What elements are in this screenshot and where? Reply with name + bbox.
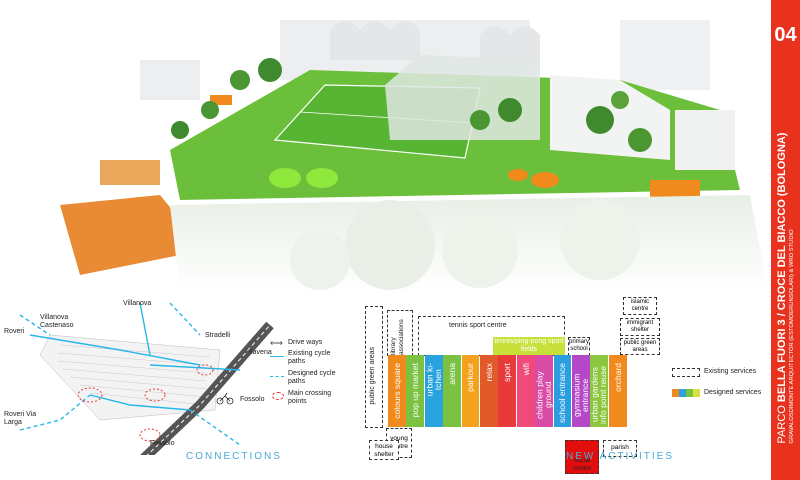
parish-box: parish bbox=[603, 440, 637, 457]
dashed-cyan-line-icon bbox=[270, 376, 284, 377]
banner-title-c: / CROCE DEL BIACCO (BOLOGNA) bbox=[775, 132, 788, 320]
place-roveri-via-larga: Roveri Via Larga bbox=[4, 411, 37, 426]
place-villanova-castenaso: Villanova Castenaso bbox=[40, 314, 74, 329]
tennis-fields-bar: tennis/ping-pong sport fields bbox=[493, 337, 565, 355]
activity-bar-7: wifi bbox=[516, 355, 535, 427]
legend-existing-cycle: Existing cycle paths bbox=[270, 350, 345, 370]
islamic-centre-box: islamic centre bbox=[623, 297, 657, 315]
legend-existing-services: Existing services bbox=[672, 366, 767, 384]
place-villanova: Villanova bbox=[123, 300, 152, 307]
legend-crossing-points: Main crossing points bbox=[270, 390, 345, 410]
social-centre-block: social centre bbox=[565, 440, 599, 474]
place-stradelli: Stradelli bbox=[205, 332, 231, 339]
library-box: library associations bbox=[387, 310, 413, 356]
activity-bar-11: urban gardens info point reuse bbox=[590, 355, 608, 427]
activity-bar-label: children play ground bbox=[534, 371, 554, 419]
tennis-centre-box: tennis sport centre bbox=[418, 316, 565, 356]
connections-caption: CONNECTIONS bbox=[186, 451, 282, 462]
activity-bar-6: sport bbox=[498, 355, 517, 427]
activity-bar-label: sport bbox=[502, 363, 513, 382]
activities-caption: NEW ACTIVITIES bbox=[566, 451, 675, 462]
young-centre-box: young centre bbox=[386, 428, 412, 458]
activity-bar-10: gymnasium entrance bbox=[571, 355, 590, 427]
legend-drive-ways: ⟷ Drive ways bbox=[270, 338, 323, 348]
legend-designed-services: Designed services bbox=[672, 388, 767, 402]
bicycle-icon bbox=[216, 392, 234, 405]
legend-designed-cycle: Designed cycle paths bbox=[270, 370, 345, 390]
house-shelter-box: house shelter bbox=[369, 440, 399, 460]
aerial-render bbox=[60, 0, 768, 292]
banner-title-a: PARCO bbox=[775, 402, 788, 444]
primary-school-box: primary school bbox=[568, 337, 590, 356]
place-savena: Savena bbox=[248, 349, 272, 356]
connections-map-drawing bbox=[19, 302, 274, 455]
solid-cyan-line-icon bbox=[270, 356, 284, 357]
connections-map: Villanova Castenaso Villanova Roveri Str… bbox=[0, 295, 345, 480]
activity-bar-4: parkour bbox=[461, 355, 480, 427]
activity-bar-label: school entrance bbox=[557, 363, 568, 424]
activity-bar-label: urban gardens info point reuse bbox=[589, 365, 609, 425]
activity-bar-label: gymnasium entrance bbox=[571, 373, 590, 417]
activity-bar-label: orchard bbox=[612, 363, 623, 392]
activity-bar-label: urban ki- tchen bbox=[424, 363, 443, 397]
public-green-areas-box: public green areas bbox=[365, 306, 383, 428]
banner-title-b: BELLA FUORI 3 bbox=[775, 319, 788, 403]
activity-bar-label: pop up market bbox=[410, 363, 421, 418]
activity-bar-label: colours square bbox=[391, 363, 402, 419]
park-aerial-illustration bbox=[60, 0, 768, 292]
activity-bar-label: relax bbox=[483, 363, 494, 382]
red-dashed-circle-icon bbox=[272, 392, 284, 400]
activity-bar-9: school entrance bbox=[553, 355, 572, 427]
activity-bar-12: orchard bbox=[608, 355, 627, 427]
social-centre-box bbox=[565, 458, 599, 474]
activities-legend: Existing services Designed services bbox=[672, 366, 767, 406]
activity-bar-1: pop up market bbox=[406, 355, 425, 427]
public-green-box-right: public green areas bbox=[620, 338, 660, 355]
connections-legend: ⟷ Drive ways Existing cycle paths Design… bbox=[270, 338, 345, 410]
immigrant-shelter-box: immigrant shelter bbox=[620, 318, 660, 336]
banner-credits: GRAVALOSDIMONTE ARQUITECTOR (ESTOMOERUNS… bbox=[788, 229, 795, 444]
place-roveri: Roveri bbox=[4, 328, 25, 335]
place-fossolo-east: Fossolo bbox=[240, 396, 265, 403]
activity-bar-3: arena bbox=[443, 355, 461, 427]
title-banner: 04 PARCO BELLA FUORI 3 / CROCE DEL BIACC… bbox=[771, 0, 800, 480]
activity-bar-5: relax bbox=[480, 355, 498, 427]
double-arrow-icon: ⟷ bbox=[270, 338, 283, 348]
activity-bar-label: arena bbox=[446, 363, 457, 385]
dashed-box-icon bbox=[672, 368, 700, 377]
activity-bar-8: children play ground bbox=[535, 355, 553, 427]
colour-swatches-icon bbox=[672, 389, 700, 397]
activity-bar-2: urban ki- tchen bbox=[424, 355, 443, 427]
activity-bar-label: parkour bbox=[465, 363, 476, 392]
banner-title: PARCO BELLA FUORI 3 / CROCE DEL BIACCO (… bbox=[776, 133, 796, 444]
place-fossolo-south: Fossolo bbox=[150, 440, 175, 447]
activity-bar-0: colours square bbox=[388, 355, 406, 427]
activity-bar-label: wifi bbox=[520, 363, 531, 376]
page-number: 04 bbox=[774, 24, 797, 46]
